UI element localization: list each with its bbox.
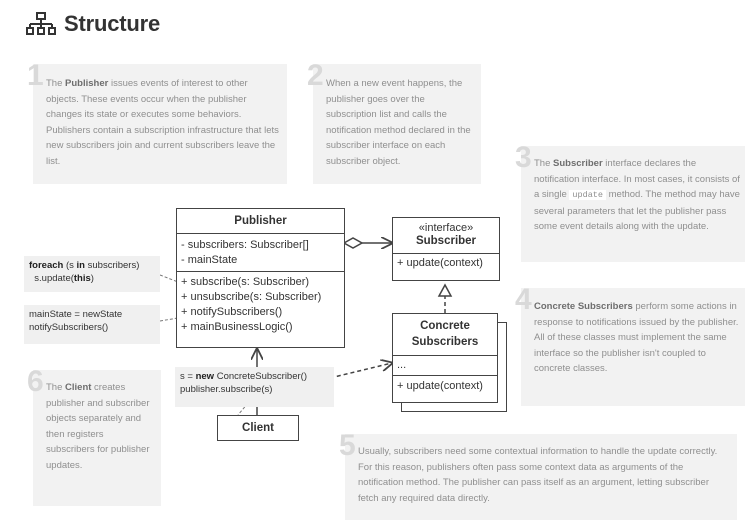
publisher-method: + unsubscribe(s: Subscriber) <box>181 291 322 303</box>
foreach-code-note: foreach (s in subscribers) s.update(this… <box>24 256 160 292</box>
note-number: 4 <box>515 283 532 316</box>
bold-text: Client <box>65 382 92 393</box>
structure-icon <box>26 12 56 35</box>
concrete-name-line: Subscribers <box>411 336 479 348</box>
subscriber-methods: + update(context) <box>393 253 499 273</box>
bold-text: Subscriber <box>553 158 603 169</box>
concrete-method: + update(context) <box>397 380 483 392</box>
text-run: ConcreteSubscriber() <box>214 371 307 382</box>
code-line: s.update(this) <box>29 272 155 285</box>
concrete-subscribers-class: Concrete Subscribers ... + update(contex… <box>392 313 498 403</box>
bold-text: Concrete Subscribers <box>534 301 633 312</box>
concrete-name: Concrete Subscribers <box>393 314 497 350</box>
note-number: 5 <box>339 429 356 462</box>
note-3: 3 The Subscriber interface declares the … <box>515 143 745 262</box>
publisher-methods: + subscribe(s: Subscriber) + unsubscribe… <box>177 271 344 338</box>
note-number: 6 <box>27 365 44 398</box>
subscriber-method: + update(context) <box>397 257 483 269</box>
bold-text: foreach <box>29 260 64 271</box>
publisher-class-name: Publisher <box>234 215 287 227</box>
note-text: When a new event happens, the publisher … <box>326 76 476 170</box>
note-5: 5 Usually, subscribers need some context… <box>339 431 737 520</box>
text-run: subscribers) <box>84 260 140 271</box>
notify-note-link <box>159 317 179 322</box>
bold-text: in <box>76 260 85 271</box>
note-2: 2 When a new event happens, the publishe… <box>307 61 481 184</box>
note-number: 1 <box>27 59 44 92</box>
code-line: mainState = newState <box>29 308 155 321</box>
page-header: Structure <box>26 8 160 40</box>
inline-code: update <box>569 190 606 201</box>
text-run: The <box>534 158 554 169</box>
note-text: The Subscriber interface declares the no… <box>534 156 740 235</box>
code-line: publisher.subscribe(s) <box>180 383 329 396</box>
text-run: issues events of interest to other objec… <box>46 78 279 167</box>
bold-text: Publisher <box>65 78 109 89</box>
text-run: s = <box>180 371 196 382</box>
note-number: 3 <box>515 141 532 174</box>
text-run: notifySubscribers() <box>29 322 109 333</box>
concrete-name-line: Concrete <box>420 320 470 332</box>
text-run: creates publisher and subscriber objects… <box>46 382 150 471</box>
text-run: publisher.subscribe(s) <box>180 384 273 395</box>
concrete-fields: ... <box>393 355 497 375</box>
foreach-note-link <box>159 274 179 283</box>
note-text: Usually, subscribers need some contextua… <box>358 444 731 506</box>
note-number: 2 <box>307 59 324 92</box>
code-line: foreach (s in subscribers) <box>29 259 155 272</box>
publisher-field: - mainState <box>181 254 238 266</box>
aggregation-diamond <box>342 237 364 249</box>
text-run: s.update( <box>29 273 74 284</box>
stereotype-label: «interface» <box>418 222 474 234</box>
client-concrete-link <box>329 363 392 379</box>
text-run: The <box>46 78 66 89</box>
publisher-method: + mainBusinessLogic() <box>181 321 293 333</box>
notify-code-note: mainState = newState notifySubscribers() <box>24 305 160 344</box>
page-title: Structure <box>64 11 160 36</box>
publisher-class: Publisher - subscribers: Subscriber[] - … <box>176 208 345 348</box>
text-run: (s <box>63 260 77 271</box>
client-code-note: s = new ConcreteSubscriber() publisher.s… <box>175 367 334 407</box>
publisher-method: + subscribe(s: Subscriber) <box>181 276 310 288</box>
text-run: method. The method may have several para… <box>534 189 740 233</box>
text-run: When a new event happens, the publisher … <box>326 78 471 167</box>
implements-triangle <box>437 283 453 297</box>
subscriber-name: Subscriber <box>415 235 477 247</box>
note-4: 4 Concrete Subscribers perform some acti… <box>515 285 745 406</box>
text-run: The <box>46 382 66 393</box>
publisher-method: + notifySubscribers() <box>181 306 283 318</box>
note-1: 1 The Publisher issues events of interes… <box>27 61 287 184</box>
text-run: mainState = newState <box>29 309 123 320</box>
client-name: Client <box>242 422 274 434</box>
text-run: ) <box>90 273 94 284</box>
note-text: The Publisher issues events of interest … <box>46 76 281 170</box>
client-class: Client <box>217 415 299 441</box>
code-line: s = new ConcreteSubscriber() <box>180 370 329 383</box>
note-text: The Client creates publisher and subscri… <box>46 380 154 474</box>
code-line: notifySubscribers() <box>29 321 155 334</box>
text-run: interface declares the notification inte… <box>534 158 740 201</box>
note-text: Concrete Subscribers perform some action… <box>534 299 740 377</box>
text-run: Usually, subscribers need some contextua… <box>358 446 718 504</box>
note-6: 6 The Client creates publisher and subsc… <box>27 367 161 506</box>
concrete-methods: + update(context) <box>393 375 497 397</box>
publisher-field: - subscribers: Subscriber[] <box>181 239 309 251</box>
bold-text: this <box>73 273 91 284</box>
bold-text: new <box>195 371 215 382</box>
concrete-field: ... <box>397 359 407 371</box>
text-run: perform some actions in response to noti… <box>534 301 739 375</box>
subscriber-interface: «interface» Subscriber + update(context) <box>392 217 500 281</box>
publisher-fields: - subscribers: Subscriber[] - mainState <box>177 233 344 271</box>
